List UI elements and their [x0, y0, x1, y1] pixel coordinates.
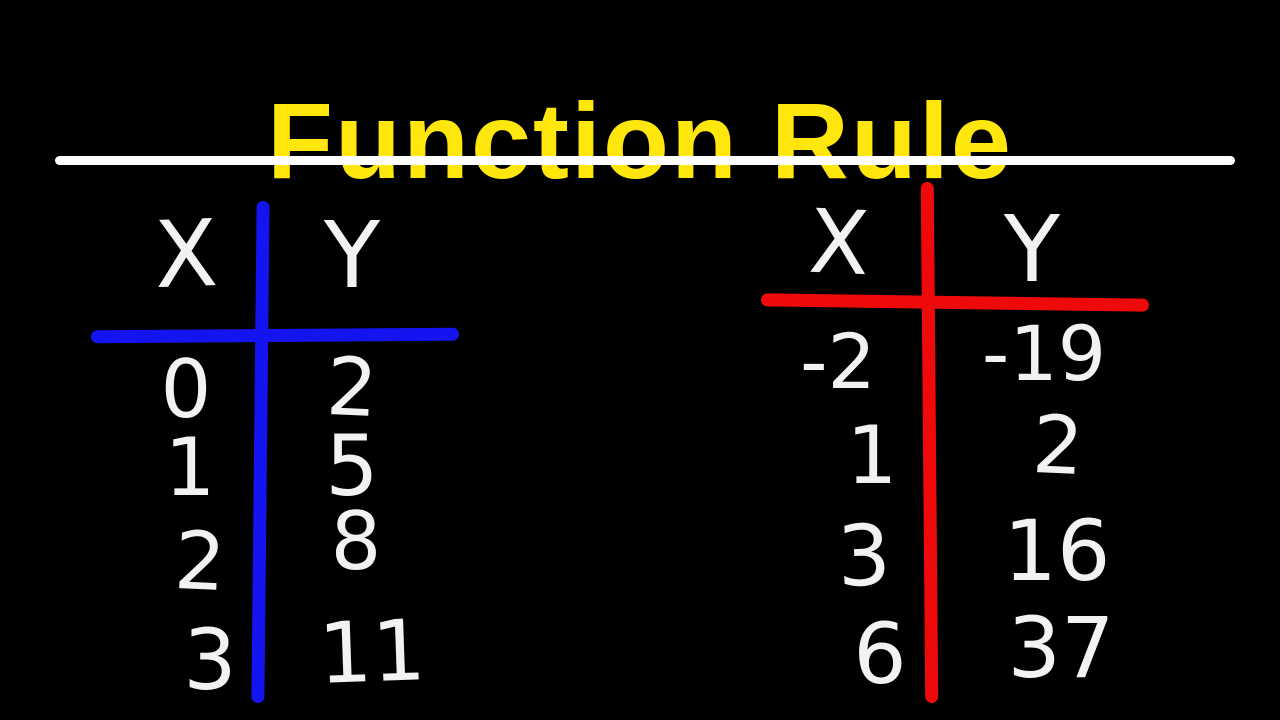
cell-x-0: -2: [800, 317, 876, 406]
cell-y-2: 16: [1003, 502, 1111, 600]
col-header-y: Y: [1003, 196, 1061, 303]
cell-y-2: 8: [330, 495, 382, 588]
cell-y-1: 2: [1030, 397, 1086, 494]
cell-y-0: -19: [981, 309, 1107, 398]
cell-x-3: 3: [183, 611, 237, 709]
col-header-x: X: [806, 189, 872, 296]
cell-x-3: 6: [853, 605, 907, 703]
col-header-y: Y: [323, 202, 381, 309]
cell-x-2: 3: [835, 506, 893, 606]
cell-x-0: 0: [160, 343, 212, 436]
cell-y-3: 37: [1007, 599, 1115, 697]
page-title: Function Rule: [267, 80, 1013, 202]
column-divider-line: [920, 181, 939, 704]
cell-x-1: 1: [164, 421, 216, 514]
title-underline: [55, 156, 1235, 165]
cell-x-1: 1: [846, 409, 898, 502]
cell-y-1: 5: [325, 417, 379, 515]
